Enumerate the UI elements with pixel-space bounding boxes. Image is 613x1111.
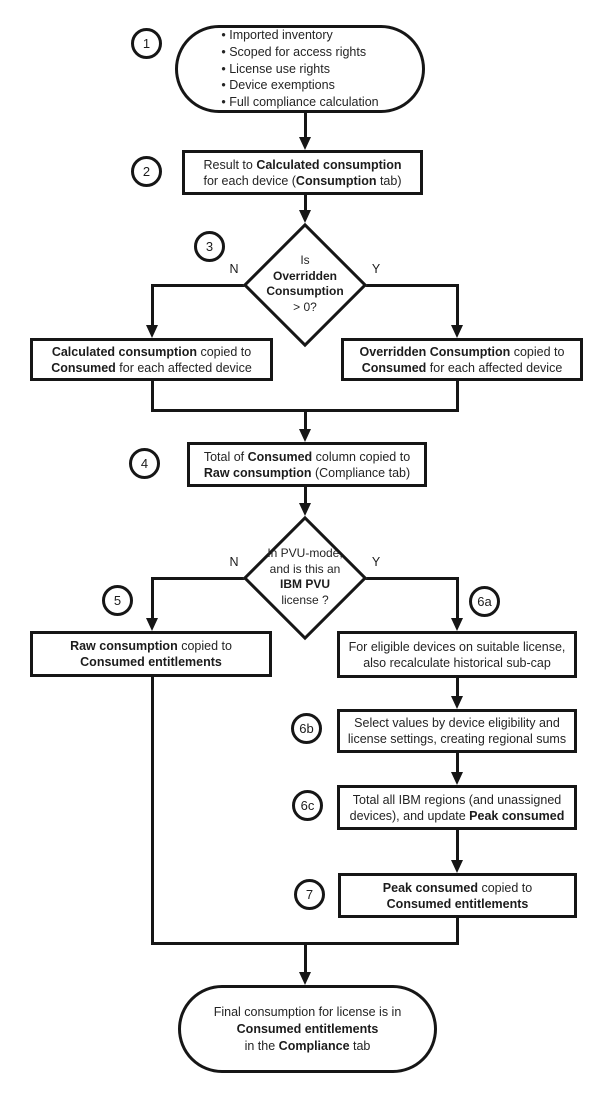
decision6-line: and is this an — [269, 561, 341, 576]
arrowhead-start-to-step2 — [298, 137, 311, 150]
step-badge-6a: 6a — [469, 586, 500, 617]
connector-decision6-yes-vertical — [455, 576, 459, 620]
connector-no3-to-join — [150, 381, 154, 412]
step-badge-3: 3 — [194, 231, 225, 262]
decision3-text: Is Overridden Consumption > 0? — [235, 253, 375, 315]
start-bullet: • Scoped for access rights — [221, 44, 367, 59]
arrowhead-step2-to-decision3 — [298, 210, 311, 223]
step-badge-2: 2 — [131, 156, 162, 187]
step-badge-4: 4 — [129, 448, 160, 479]
step4-text: Raw consumption (Compliance tab) — [203, 465, 411, 480]
start-bullet-list: • Imported inventory • Scoped for access… — [221, 27, 378, 111]
step-badge-1: 1 — [131, 28, 162, 59]
step-badge-7: 7 — [294, 879, 325, 910]
decision3-line: Overridden — [272, 268, 338, 283]
step5-text: Consumed entitlements — [80, 655, 222, 669]
connector-step7-to-endjoin — [455, 918, 459, 945]
end-text: Consumed entitlements — [236, 1021, 379, 1036]
step6a-text: For eligible devices on suitable license… — [348, 639, 566, 654]
step6c-process-box: Total all IBM regions (and unassigned de… — [337, 785, 577, 830]
connector-step6a-to-step6b — [455, 678, 459, 697]
arrowhead-decision3-yes — [450, 325, 463, 338]
step6a-process-box: For eligible devices on suitable license… — [337, 631, 577, 678]
decision6-line: In PVU-mode, — [267, 546, 343, 560]
connector-join-to-step4 — [303, 410, 307, 430]
end-text: in the Compliance tab — [244, 1038, 371, 1053]
connector-step6c-to-step7 — [455, 830, 459, 861]
start-bullet: • License use rights — [221, 61, 330, 76]
end-terminator: Final consumption for license is in Cons… — [178, 985, 437, 1073]
connector-decision6-no-vertical — [150, 576, 154, 620]
connector-decision3-no-vertical — [150, 283, 154, 327]
calculated-copied-box: Calculated consumption copied to Consume… — [30, 338, 273, 381]
connector-step5-to-endjoin — [150, 677, 154, 945]
step4-process-box: Total of Consumed column copied to Raw c… — [187, 442, 427, 487]
connector-yes3-to-join — [455, 381, 459, 412]
step-badge-6c: 6c — [292, 790, 323, 821]
arrowhead-step6c-to-step7 — [450, 860, 463, 873]
decision6-no-label: N — [229, 555, 239, 569]
connector-start-to-step2 — [303, 113, 307, 138]
step2-process-box: Result to Calculated consumption for eac… — [182, 150, 423, 195]
connector-step4-to-decision6 — [303, 487, 307, 504]
step7-text: Consumed entitlements — [386, 896, 529, 911]
step4-text: Total of Consumed column copied to — [203, 449, 411, 464]
arrowhead-step6b-to-step6c — [450, 772, 463, 785]
decision6-line: license ? — [281, 592, 329, 607]
connector-decision6-no-horizontal — [150, 576, 247, 580]
step6b-text: license settings, creating regional sums — [347, 732, 567, 746]
decision3-line: Is — [300, 253, 310, 267]
overridden-copied-text: Overridden Consumption copied to — [359, 344, 565, 359]
step-badge-6b: 6b — [291, 713, 322, 744]
step2-text: for each device (Consumption tab) — [203, 173, 402, 188]
step6b-text: Select values by device eligibility and — [354, 716, 560, 730]
decision6-line: IBM PVU — [279, 577, 330, 591]
connector-decision3-yes-horizontal — [363, 283, 459, 287]
start-terminator: • Imported inventory • Scoped for access… — [175, 25, 425, 113]
arrowhead-step6a-to-step6b — [450, 696, 463, 709]
arrowhead-join-to-step4 — [298, 429, 311, 442]
calculated-copied-text: Calculated consumption copied to — [51, 344, 252, 359]
step6a-text: also recalculate historical sub-cap — [363, 655, 551, 670]
connector-decision6-yes-horizontal — [363, 576, 459, 580]
step5-text: Raw consumption copied to — [70, 639, 232, 653]
decision3-line: Consumption — [266, 284, 344, 298]
connector-decision3-no-horizontal — [150, 283, 247, 287]
arrowhead-decision6-yes — [450, 618, 463, 631]
start-bullet: • Imported inventory — [221, 28, 333, 43]
connector-endjoin-to-end — [303, 943, 307, 973]
start-bullet: • Full compliance calculation — [221, 95, 379, 110]
step6c-text: Total all IBM regions (and unassigned — [352, 792, 562, 807]
step7-process-box: Peak consumed copied to Consumed entitle… — [338, 873, 577, 918]
step5-process-box: Raw consumption copied to Consumed entit… — [30, 631, 272, 677]
step-badge-5: 5 — [102, 585, 133, 616]
decision6-yes-label: Y — [371, 555, 381, 569]
arrowhead-endjoin-to-end — [298, 972, 311, 985]
step6c-text: devices), and update Peak consumed — [349, 808, 565, 823]
arrowhead-decision6-no — [145, 618, 158, 631]
decision3-line: > 0? — [293, 299, 317, 314]
connector-step6b-to-step6c — [455, 753, 459, 773]
step6b-process-box: Select values by device eligibility and … — [337, 709, 577, 753]
start-bullet: • Device exemptions — [221, 78, 335, 93]
calculated-copied-text: Consumed for each affected device — [51, 360, 252, 375]
arrowhead-decision3-no — [145, 325, 158, 338]
end-text: Final consumption for license is in — [213, 1004, 402, 1019]
overridden-copied-box: Overridden Consumption copied to Consume… — [341, 338, 583, 381]
step7-text: Peak consumed copied to — [382, 880, 533, 895]
decision6-text: In PVU-mode, and is this an IBM PVU lice… — [235, 546, 375, 608]
decision3-no-label: N — [229, 262, 239, 276]
connector-decision3-yes-vertical — [455, 283, 459, 327]
step2-text: Result to Calculated consumption — [203, 157, 402, 172]
connector-step2-to-decision3 — [303, 195, 307, 211]
overridden-copied-text: Consumed for each affected device — [361, 360, 563, 375]
decision3-yes-label: Y — [371, 262, 381, 276]
arrowhead-step4-to-decision6 — [298, 503, 311, 516]
